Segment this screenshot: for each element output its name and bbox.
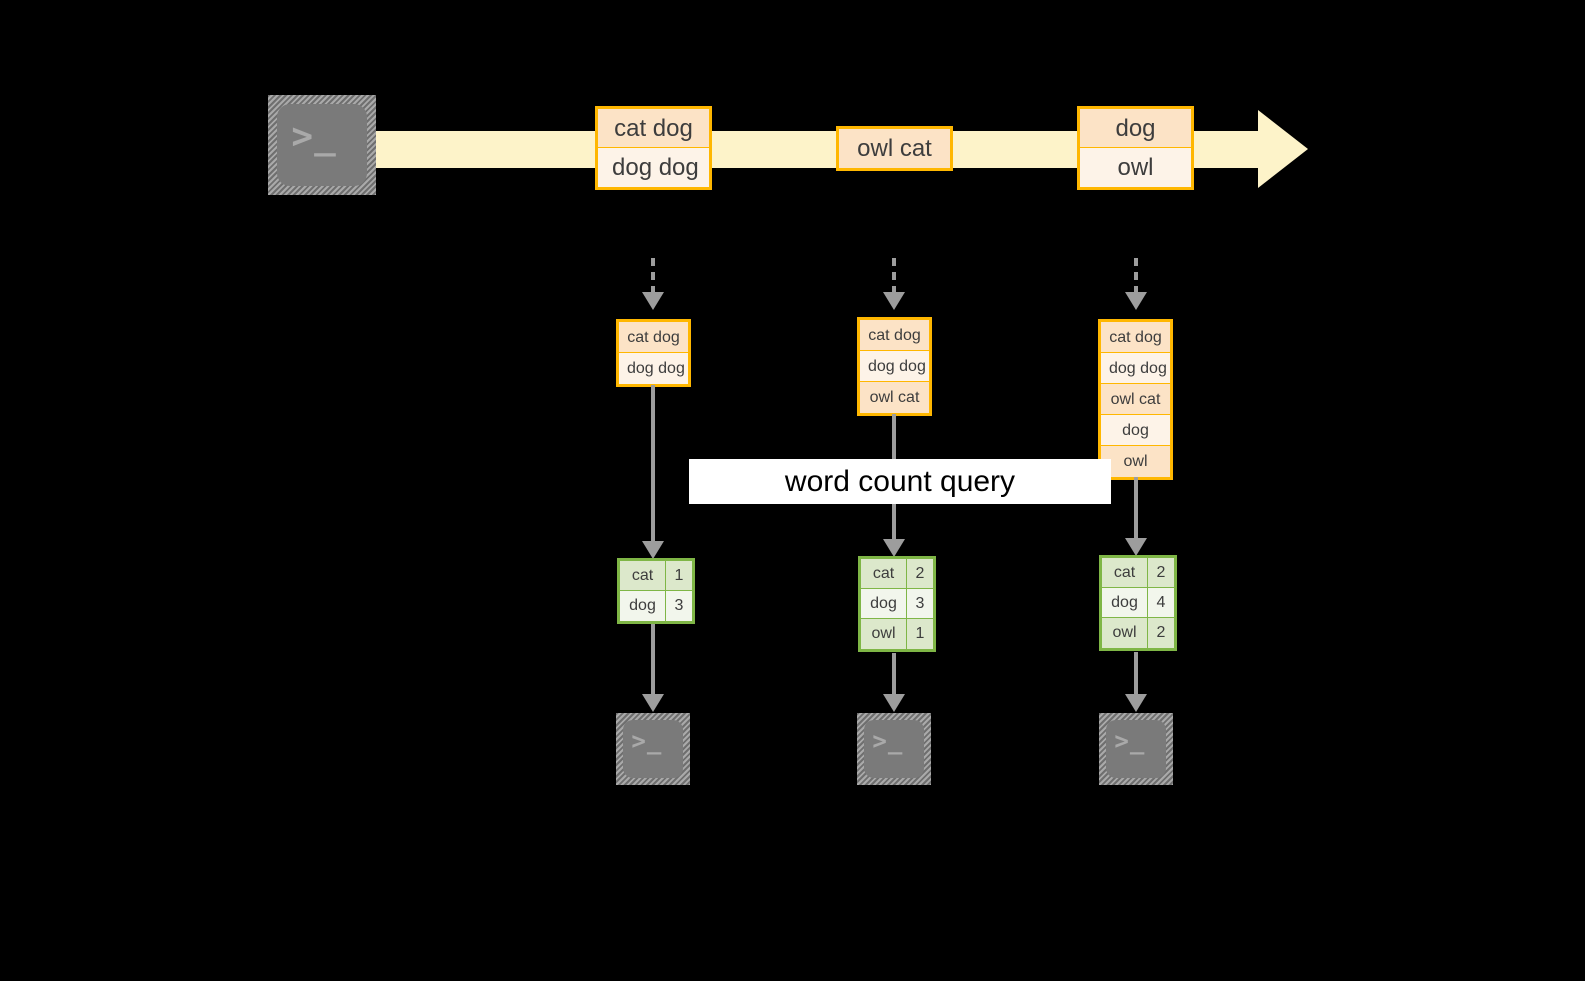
ingest-arrowhead-3 [1125, 292, 1147, 310]
stream-row: cat dog [619, 322, 688, 353]
result-table-1[interactable]: cat 1 dog 3 [617, 558, 695, 624]
table-row: cat 1 [620, 561, 692, 591]
terminal-body: >_ [1106, 720, 1166, 778]
stream-row: cat dog [860, 320, 929, 351]
result-count: 1 [907, 619, 933, 649]
timeline-event-1[interactable]: cat dog dog dog [595, 106, 712, 190]
timeline-event-line: cat dog [598, 109, 709, 148]
stream-row: owl cat [860, 382, 929, 413]
ingest-connector-2 [892, 258, 896, 294]
timeline-event-line: dog dog [598, 148, 709, 187]
result-word: cat [1102, 558, 1148, 588]
stream-row: dog [1101, 415, 1170, 446]
sink-arrowhead-3 [1125, 694, 1147, 712]
ingest-arrowhead-2 [883, 292, 905, 310]
sink-terminal-icon-2[interactable]: >_ [857, 713, 931, 785]
result-table-3[interactable]: cat 2 dog 4 owl 2 [1099, 555, 1177, 651]
terminal-body: >_ [864, 720, 924, 778]
result-word: dog [1102, 588, 1148, 618]
result-count: 2 [1148, 558, 1174, 588]
result-word: owl [1102, 618, 1148, 648]
result-word: dog [861, 589, 907, 619]
result-count: 1 [666, 561, 692, 591]
query-connector-1 [651, 385, 655, 545]
table-row: cat 2 [1102, 558, 1174, 588]
stream-snapshot-2[interactable]: cat dog dog dog owl cat [857, 317, 932, 416]
result-count: 4 [1148, 588, 1174, 618]
query-arrowhead-1 [642, 541, 664, 559]
timeline-event-line: owl cat [839, 129, 950, 168]
result-word: dog [620, 591, 666, 621]
sink-arrowhead-1 [642, 694, 664, 712]
table-row: owl 2 [1102, 618, 1174, 648]
result-table-2[interactable]: cat 2 dog 3 owl 1 [858, 556, 936, 652]
result-word: cat [861, 559, 907, 589]
terminal-body: >_ [623, 720, 683, 778]
stream-row: dog dog [1101, 353, 1170, 384]
terminal-prompt-glyph: >_ [631, 727, 663, 756]
stream-row: owl cat [1101, 384, 1170, 415]
terminal-prompt-glyph: >_ [291, 115, 337, 157]
sink-connector-1 [651, 624, 655, 699]
timeline-event-2[interactable]: owl cat [836, 126, 953, 171]
table-row: owl 1 [861, 619, 933, 649]
table-row: dog 4 [1102, 588, 1174, 618]
stream-row: owl [1101, 446, 1170, 477]
timeline-event-line: dog [1080, 109, 1191, 148]
result-count: 2 [1148, 618, 1174, 648]
terminal-prompt-glyph: >_ [1114, 727, 1146, 756]
sink-connector-3 [1134, 652, 1138, 699]
ingest-connector-1 [651, 258, 655, 294]
stream-snapshot-3[interactable]: cat dog dog dog owl cat dog owl [1098, 319, 1173, 480]
query-connector-3 [1134, 477, 1138, 543]
table-row: cat 2 [861, 559, 933, 589]
stream-row: dog dog [860, 351, 929, 382]
result-count: 3 [907, 589, 933, 619]
stream-row: cat dog [1101, 322, 1170, 353]
table-row: dog 3 [620, 591, 692, 621]
query-arrowhead-3 [1125, 538, 1147, 556]
timeline-arrow-head [1258, 110, 1308, 188]
sink-terminal-icon-1[interactable]: >_ [616, 713, 690, 785]
result-word: cat [620, 561, 666, 591]
sink-terminal-icon-3[interactable]: >_ [1099, 713, 1173, 785]
stream-row: dog dog [619, 353, 688, 384]
timeline-event-3[interactable]: dog owl [1077, 106, 1194, 190]
ingest-arrowhead-1 [642, 292, 664, 310]
query-arrowhead-2 [883, 539, 905, 557]
ingest-connector-3 [1134, 258, 1138, 294]
source-terminal-icon[interactable]: >_ [268, 95, 376, 195]
result-count: 3 [666, 591, 692, 621]
sink-arrowhead-2 [883, 694, 905, 712]
terminal-body: >_ [277, 104, 367, 186]
stream-snapshot-1[interactable]: cat dog dog dog [616, 319, 691, 387]
result-word: owl [861, 619, 907, 649]
query-label: word count query [689, 459, 1111, 504]
result-count: 2 [907, 559, 933, 589]
timeline-event-line: owl [1080, 148, 1191, 187]
table-row: dog 3 [861, 589, 933, 619]
terminal-prompt-glyph: >_ [872, 727, 904, 756]
sink-connector-2 [892, 653, 896, 699]
